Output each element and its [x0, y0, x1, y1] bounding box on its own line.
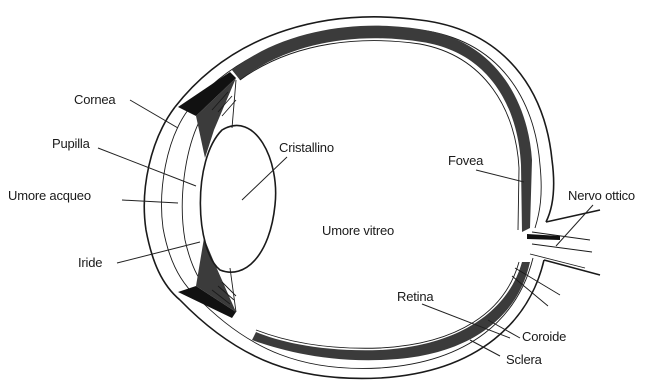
- label-umore-vitreo: Umore vitreo: [322, 223, 394, 238]
- label-fovea: Fovea: [448, 153, 484, 168]
- choroid-upper: [232, 26, 532, 232]
- label-cornea: Cornea: [74, 92, 116, 107]
- label-pupilla: Pupilla: [52, 136, 91, 151]
- leader-sclera: [470, 340, 500, 356]
- lens: [200, 125, 275, 272]
- label-nervo-ottico: Nervo ottico: [568, 188, 635, 203]
- label-sclera: Sclera: [506, 352, 543, 367]
- label-umore-acqueo: Umore acqueo: [8, 188, 91, 203]
- leader-pupilla: [98, 148, 196, 186]
- label-cristallino: Cristallino: [279, 140, 334, 155]
- iris-upper: [178, 72, 236, 158]
- label-iride: Iride: [78, 255, 102, 270]
- cornea-outer: [144, 107, 180, 300]
- label-retina: Retina: [397, 289, 434, 304]
- leader-iride: [117, 242, 200, 263]
- leader-fovea: [476, 170, 524, 182]
- label-coroide: Coroide: [522, 329, 566, 344]
- leader-cristallino: [242, 157, 287, 200]
- retina-line: [240, 41, 519, 349]
- cornea-inner: [162, 110, 196, 296]
- zonule-fibers: [230, 80, 236, 312]
- leader-umore-acqueo: [122, 200, 178, 203]
